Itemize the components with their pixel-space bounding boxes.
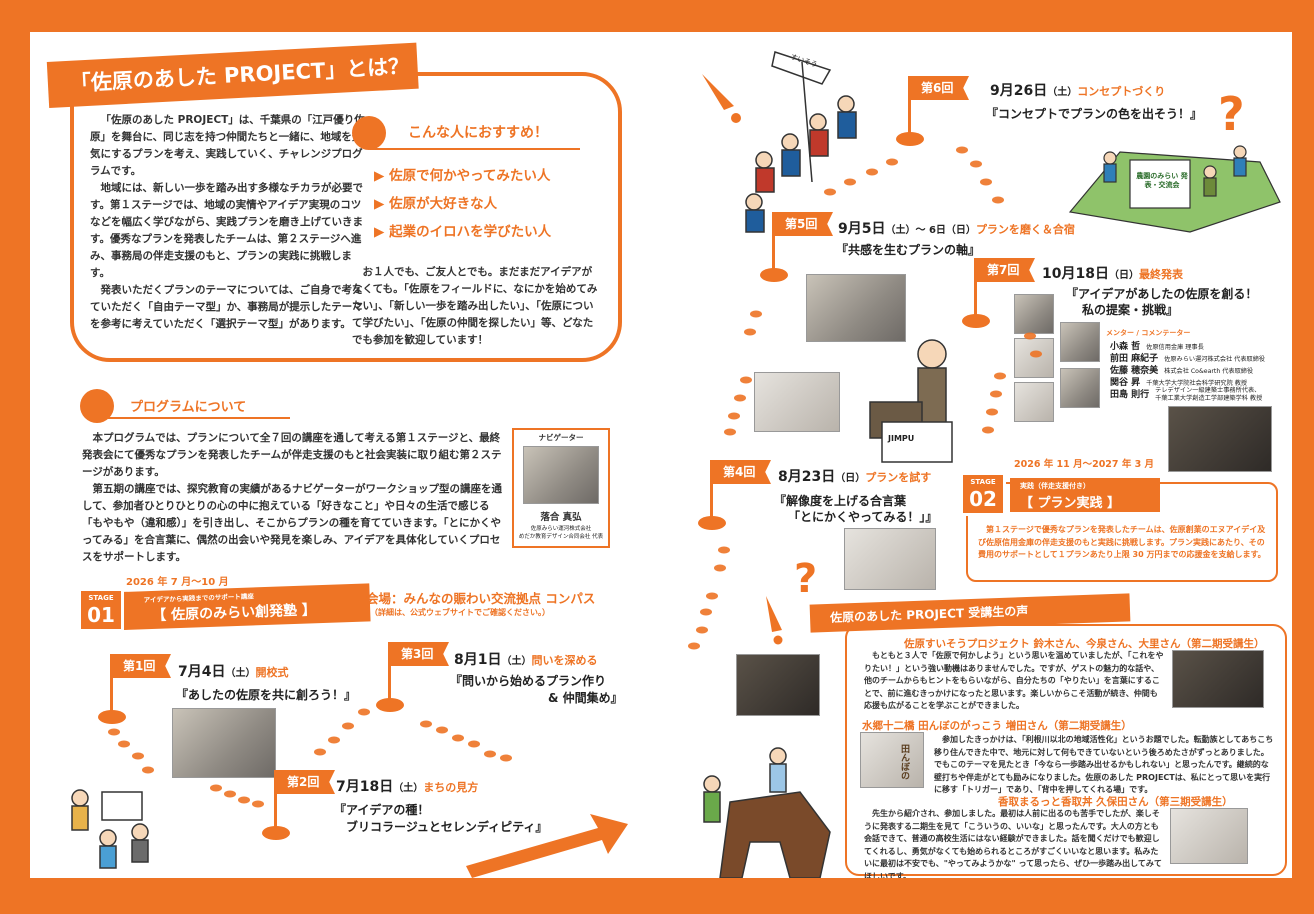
voice-1-text: もともと３人で「佐原で何かしよう」という思いを温めていましたが、「これをやりたい… xyxy=(864,651,1164,710)
stage2-number: 02 xyxy=(969,487,997,511)
session-6-date: 9月26日（土）コンセプトづくり xyxy=(990,83,1166,99)
footprint-path: ? ? xyxy=(71,51,1281,878)
brochure-page: 「佐原のあした PROJECT」とは？ 「佐原のあした PROJECT」は、千葉… xyxy=(30,32,1292,878)
navigator-affiliation-1: 佐原みらい運河株式会社 xyxy=(530,526,592,532)
session-4-subtitle-1: 『解像度を上げる合言葉 xyxy=(774,494,907,508)
session-7-subtitle-1: 『アイデアがあしたの佐原を創る！ xyxy=(1066,287,1258,301)
session-2-date: 7月18日（土）まちの見方 xyxy=(336,779,479,795)
session-5-photo-2 xyxy=(754,372,840,432)
recommend-underline xyxy=(370,148,580,150)
shop-sign: JIMPU xyxy=(888,434,915,443)
navigator-card: ナビゲーター 落合 真弘 佐原みらい運河株式会社 めだか教育デザイン合同会社 代… xyxy=(512,428,610,548)
recommend-item-3: ▶ 起業のイロハを学びたい人 xyxy=(374,224,552,240)
stage2-label: STAGE xyxy=(970,478,996,486)
tanbo-sign: 田んぼの xyxy=(899,744,909,780)
stage1-badge: STAGE 01 xyxy=(78,588,124,632)
svg-text:?: ? xyxy=(794,556,817,602)
session-5-subtitle: 『共感を生むプランの軸』 xyxy=(836,243,981,257)
group-photo xyxy=(736,654,820,716)
session-4-label: 第4回 xyxy=(713,460,771,484)
voice-2-text: 参加したきっかけは、「利根川以北の地域活性化」というお題でした。転勤族としてあち… xyxy=(934,735,1274,794)
voice-2-photo xyxy=(860,732,924,788)
session-3-label: 第3回 xyxy=(391,642,449,666)
session-5-date: 9月5日（土）〜 6日（日）プランを磨く＆合宿 xyxy=(838,221,1075,237)
session-2-subtitle-1: 『アイデアの種！ xyxy=(334,803,430,817)
navigator-label: ナビゲーター xyxy=(538,433,584,442)
mentors-title: メンター / コメンテーター xyxy=(1106,329,1191,337)
intro-para-2: 地域には、新しい一歩を踏み出す多様なチカラが必要です。第１ステージでは、地域の実… xyxy=(90,182,363,279)
voice-3-text: 先生から紹介され、参加しました。最初は人前に出るのも苦手でしたが、楽しそうに発表… xyxy=(864,809,1162,878)
session-1-subtitle: 『あしたの佐原を共に創ろう！』 xyxy=(176,688,357,702)
mentor-3: 佐藤 穂奈美株式会社 Co&earth 代表取締役 xyxy=(1110,366,1254,376)
mentor-4: 関谷 昇千葉大学大学院社会科学研究院 教授 xyxy=(1110,378,1248,388)
session-1-date: 7月4日（土）開校式 xyxy=(178,664,289,680)
recommend-text: お１人でも、ご友人とでも。まだまだアイデアがなくても。「佐原をフィールドに、なに… xyxy=(352,266,598,346)
garden-sign: 農園のみらい 発表・交流会 xyxy=(1136,172,1188,189)
stage2-badge: STAGE 02 xyxy=(960,472,1006,516)
voice-1-title: 佐原すいそうプロジェクト 鈴木さん、今泉さん、大里さん（第二期受講生） xyxy=(904,638,1265,650)
mentor-5: 田島 則行テレデザイン一級建築士事務所代表、千葉工業大学創造工学部建築学科 教授 xyxy=(1110,387,1263,402)
recommend-title: こんな人におすすめ！ xyxy=(408,125,548,141)
mentor-1: 小森 哲佐原信用金庫 理事長 xyxy=(1110,342,1204,352)
voice-2-title: 水郷十二橋 田んぼのがっこう 増田さん（第二期受講生） xyxy=(862,720,1132,732)
final-presentation-photo xyxy=(1168,406,1272,472)
session-2-subtitle-2: ブリコラージュとセレンディピティ』 xyxy=(346,820,548,834)
mentor-photo-4 xyxy=(1014,382,1054,422)
mentor-2: 前田 麻紀子佐原みらい運河株式会社 代表取締役 xyxy=(1110,354,1266,364)
mentor-photo-1 xyxy=(1014,294,1054,334)
stage2-subtitle: 実践（伴走支援付き） xyxy=(1020,482,1090,490)
program-para-2: 第五期の講座では、探究教育の実績があるナビゲーターがワークショップ型の講座を通し… xyxy=(82,483,502,563)
voices-box xyxy=(845,624,1287,876)
session-5-photo-1 xyxy=(806,274,906,342)
mentor-photo-5 xyxy=(1060,368,1100,408)
session-7-date: 10月18日（日）最終発表 xyxy=(1042,266,1183,282)
session-4-subtitle-2: 「とにかくやってみる！」』 xyxy=(788,510,938,524)
session-3-subtitle-1: 『問いから始めるプラン作り xyxy=(450,674,607,688)
stage2-text: 第１ステージで優秀なプランを発表したチームは、佐原創業のエヌアイデイ及び佐原信用… xyxy=(978,525,1266,559)
session-4-date: 8月23日（日）プランを試す xyxy=(778,469,932,485)
session-7-subtitle-2: 私の提案・挑戦』 xyxy=(1082,303,1179,317)
stage1-label: STAGE xyxy=(88,594,114,602)
session-6-label: 第6回 xyxy=(911,76,969,100)
venue: 会場：みんなの賑わい交流拠点 コンパス xyxy=(366,591,596,606)
navigator-affiliation-2: めだか教育デザイン合同会社 代表 xyxy=(518,534,604,540)
session-1-photo xyxy=(172,708,276,778)
mentor-photo-3 xyxy=(1060,322,1100,362)
session-2-label: 第2回 xyxy=(277,770,335,794)
stage1-period: 2026 年 7 月〜10 月 xyxy=(126,577,229,588)
session-5-label: 第5回 xyxy=(775,212,833,236)
venue-note: （詳細は、公式ウェブサイトでご確認ください。） xyxy=(370,608,550,617)
program-underline xyxy=(100,417,290,419)
recommend-item-2: ▶ 佐原が大好きな人 xyxy=(374,196,498,212)
stage2-name: 【 プラン実践 】 xyxy=(1020,496,1121,511)
session-3-date: 8月1日（土）問いを深める xyxy=(454,652,598,668)
session-4-photo xyxy=(844,528,936,590)
intro-para-1: 「佐原のあした PROJECT」は、千葉県の「江戸優り佐原」を舞台に、同じ志を持… xyxy=(90,114,365,177)
recommend-item-1: ▶ 佐原で何かやってみたい人 xyxy=(374,168,551,184)
stage2-period: 2026 年 11 月〜2027 年 3 月 xyxy=(1014,459,1155,470)
mentor-photo-2 xyxy=(1014,338,1054,378)
recommend-circle xyxy=(352,116,386,150)
stage2-banner: 実践（伴走支援付き） 【 プラン実践 】 xyxy=(1010,478,1160,512)
voice-3-title: 香取まるっと香取丼 久保田さん（第三期受講生） xyxy=(998,796,1233,808)
navigator-photo xyxy=(523,446,599,504)
intro-para-3: 発表いただくプランのテーマについては、ご自身で考えていただく「自由テーマ型」か、… xyxy=(90,284,363,330)
program-title: プログラムについて xyxy=(130,400,247,415)
navigator-name: 落合 真弘 xyxy=(540,512,582,523)
session-7-label: 第7回 xyxy=(977,258,1035,282)
svg-text:?: ? xyxy=(1218,87,1245,141)
voice-1-photo xyxy=(1172,650,1264,708)
session-1-label: 第1回 xyxy=(113,654,171,678)
session-3-subtitle-2: & 仲間集め』 xyxy=(548,691,623,705)
stage1-number: 01 xyxy=(87,603,115,627)
program-para-1: 本プログラムでは、プランについて全７回の講座を通して考える第１ステージと、最終発… xyxy=(82,432,502,478)
voice-3-photo xyxy=(1170,808,1248,864)
session-6-subtitle: 『コンセプトでプランの色を出そう！』 xyxy=(986,107,1203,121)
